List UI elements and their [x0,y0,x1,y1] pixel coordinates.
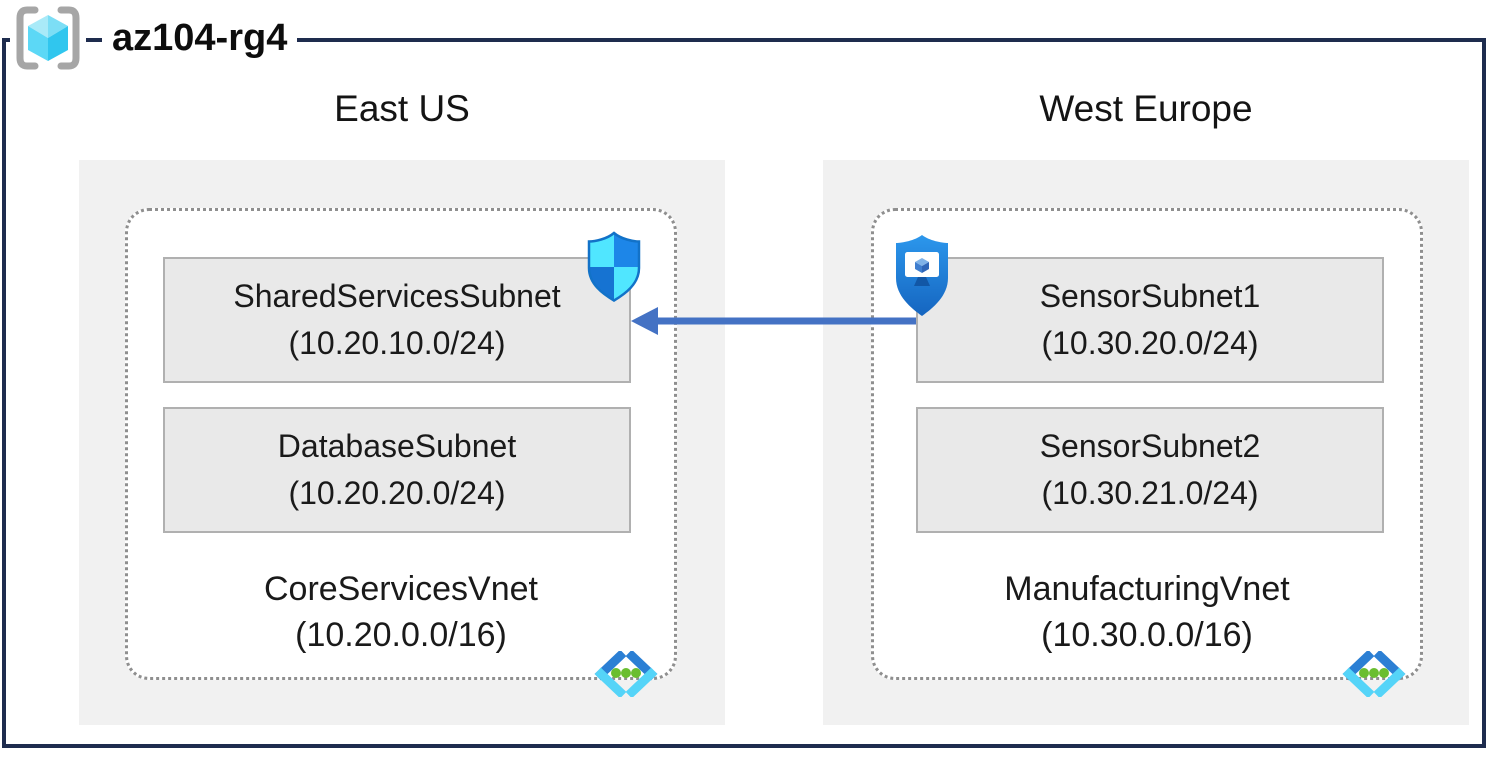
resource-group-header: az104-rg4 [10,4,298,72]
vnet-name: ManufacturingVnet [1004,570,1290,608]
virtual-network-icon [1342,651,1406,697]
network-security-group-shield-icon [587,231,641,302]
subnet-sensorsubnet2: SensorSubnet2 (10.30.21.0/24) [916,407,1384,533]
subnet-name: SensorSubnet2 [1039,428,1261,464]
subnet-name: SensorSubnet1 [1039,278,1261,314]
subnet-name: SharedServicesSubnet [233,278,561,314]
subnet-cidr: (10.20.20.0/24) [288,475,506,511]
subnet-sharedservicessubnet: SharedServicesSubnet (10.20.10.0/24) [163,257,631,383]
resource-group-border [2,38,1486,748]
resource-group-icon [10,5,86,71]
vnet-cidr: (10.20.0.0/16) [295,616,507,654]
subnet-sensorsubnet1: SensorSubnet1 (10.30.20.0/24) [916,257,1384,383]
peering-arrow [631,307,916,335]
region-heading-east-us: East US [334,88,470,129]
vnet-label-coreservicesvnet: CoreServicesVnet (10.20.0.0/16) [125,566,677,658]
subnet-cidr: (10.20.10.0/24) [288,325,506,361]
subnet-cidr: (10.30.20.0/24) [1041,325,1259,361]
region-heading-west-europe: West Europe [1039,88,1253,129]
vnet-cidr: (10.30.0.0/16) [1041,616,1253,654]
subnet-databasesubnet: DatabaseSubnet (10.20.20.0/24) [163,407,631,533]
application-security-group-shield-icon [896,235,948,316]
vnet-label-manufacturingvnet: ManufacturingVnet (10.30.0.0/16) [871,566,1423,658]
resource-group-title: az104-rg4 [102,5,298,71]
virtual-network-icon [594,651,658,697]
subnet-name: DatabaseSubnet [277,428,517,464]
subnet-cidr: (10.30.21.0/24) [1041,475,1259,511]
vnet-name: CoreServicesVnet [263,570,538,608]
